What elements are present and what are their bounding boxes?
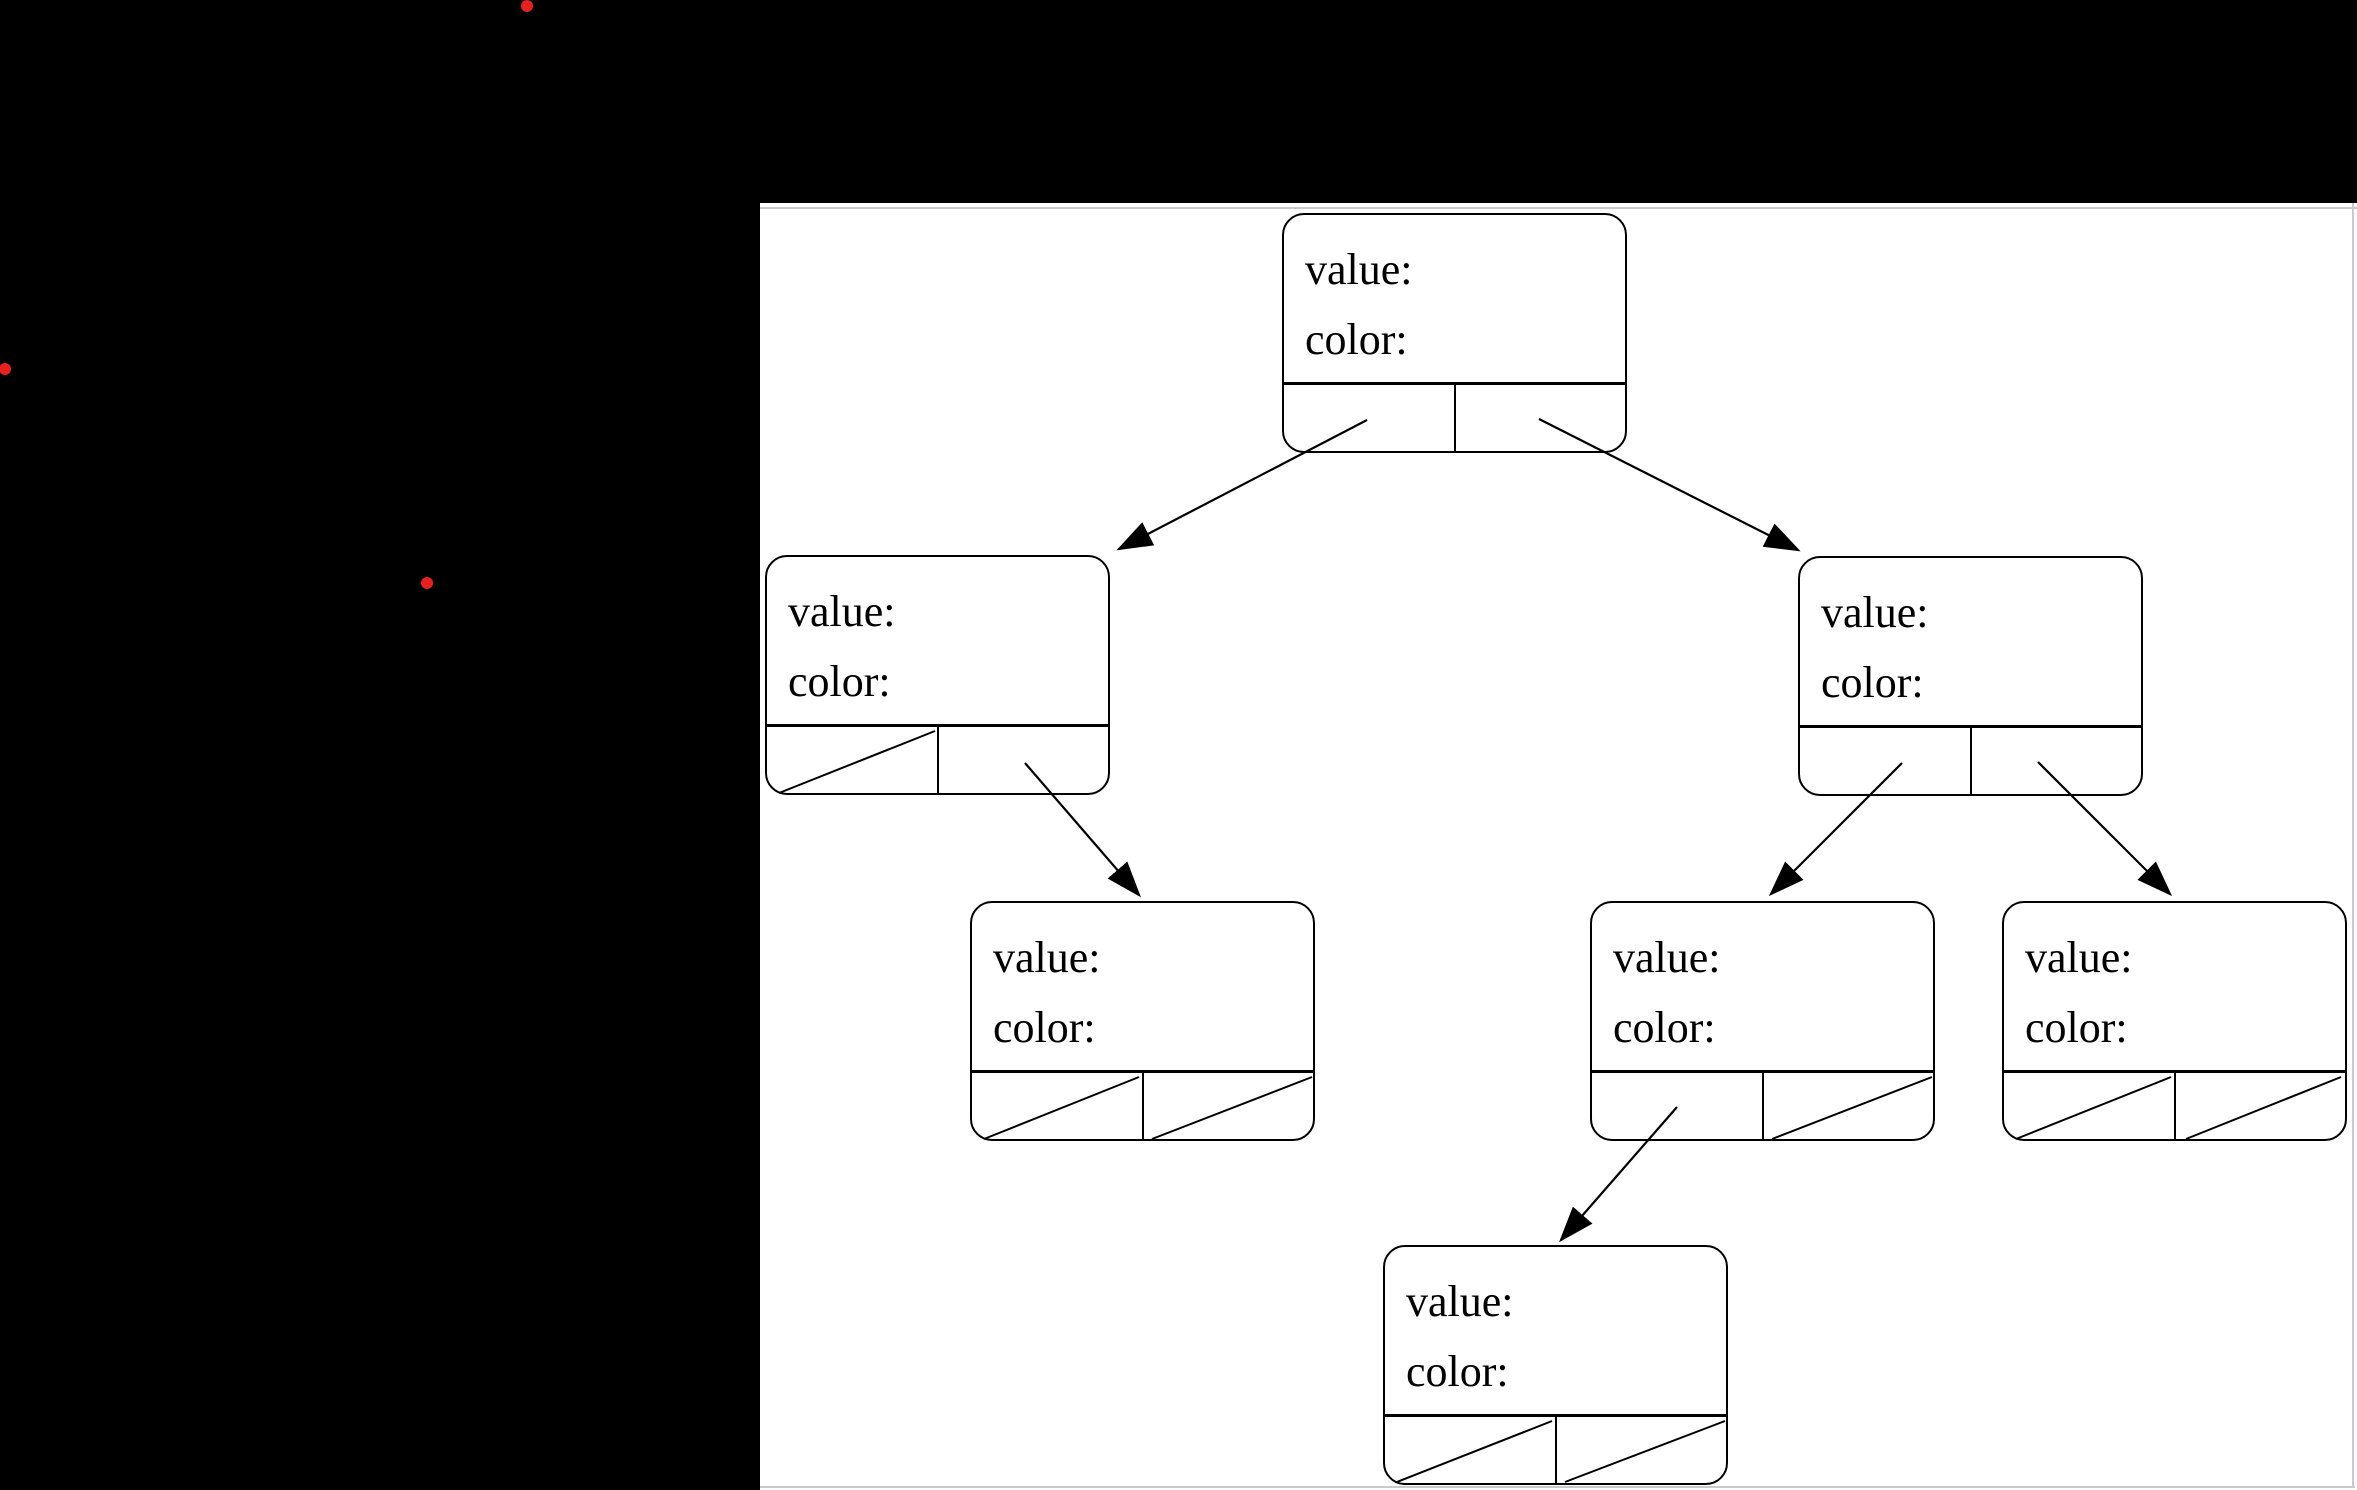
left-pointer-cell — [2004, 1073, 2176, 1139]
panel-right-border — [2352, 203, 2354, 1488]
value-field-label: value: — [993, 933, 1101, 982]
node-fields: value: color: — [972, 903, 1313, 1073]
left-pointer-cell — [1284, 385, 1456, 451]
right-pointer-cell — [1764, 1073, 1933, 1139]
tree-node-right-child: value: color: — [1798, 556, 2143, 796]
pointer-row — [972, 1070, 1313, 1139]
left-pointer-cell — [767, 727, 939, 793]
node-fields: value: color: — [1800, 558, 2141, 728]
pointer-row — [1284, 382, 1625, 451]
pointer-row — [1800, 725, 2141, 794]
value-field-label: value: — [1613, 933, 1721, 982]
right-pointer-cell — [1557, 1417, 1726, 1483]
panel-bottom-border — [760, 1486, 2355, 1488]
value-field-label: value: — [1305, 245, 1413, 294]
tree-node-great-grandchild: value: color: — [1383, 1245, 1728, 1485]
panel-top-border — [760, 207, 2357, 209]
value-field-label: value: — [788, 587, 896, 636]
right-pointer-cell — [2176, 1073, 2345, 1139]
color-field-label: color: — [2025, 1003, 2128, 1052]
pointer-row — [767, 724, 1108, 793]
right-pointer-cell — [1456, 385, 1625, 451]
color-field-label: color: — [1613, 1003, 1716, 1052]
color-field-label: color: — [1305, 315, 1408, 364]
tree-node-right-left-grandchild: value: color: — [1590, 901, 1935, 1141]
node-fields: value: color: — [2004, 903, 2345, 1073]
value-field-label: value: — [2025, 933, 2133, 982]
color-field-label: color: — [1821, 658, 1924, 707]
left-pointer-cell — [972, 1073, 1144, 1139]
node-fields: value: color: — [767, 557, 1108, 727]
right-pointer-cell — [1144, 1073, 1313, 1139]
red-dot-icon — [0, 363, 11, 375]
tree-node-left-right-grandchild: value: color: — [970, 901, 1315, 1141]
right-pointer-cell — [1972, 728, 2141, 794]
right-pointer-cell — [939, 727, 1108, 793]
left-pointer-cell — [1592, 1073, 1764, 1139]
pointer-row — [2004, 1070, 2345, 1139]
red-dot-icon — [521, 0, 533, 12]
pointer-row — [1385, 1414, 1726, 1483]
red-dot-icon — [421, 577, 433, 589]
pointer-row — [1592, 1070, 1933, 1139]
value-field-label: value: — [1406, 1277, 1514, 1326]
tree-node-right-right-grandchild: value: color: — [2002, 901, 2347, 1141]
node-fields: value: color: — [1592, 903, 1933, 1073]
tree-node-root: value: color: — [1282, 213, 1627, 453]
color-field-label: color: — [993, 1003, 1096, 1052]
left-pointer-cell — [1800, 728, 1972, 794]
left-pointer-cell — [1385, 1417, 1557, 1483]
value-field-label: value: — [1821, 588, 1929, 637]
color-field-label: color: — [1406, 1347, 1509, 1396]
node-fields: value: color: — [1284, 215, 1625, 385]
tree-node-left-child: value: color: — [765, 555, 1110, 795]
node-fields: value: color: — [1385, 1247, 1726, 1417]
color-field-label: color: — [788, 657, 891, 706]
